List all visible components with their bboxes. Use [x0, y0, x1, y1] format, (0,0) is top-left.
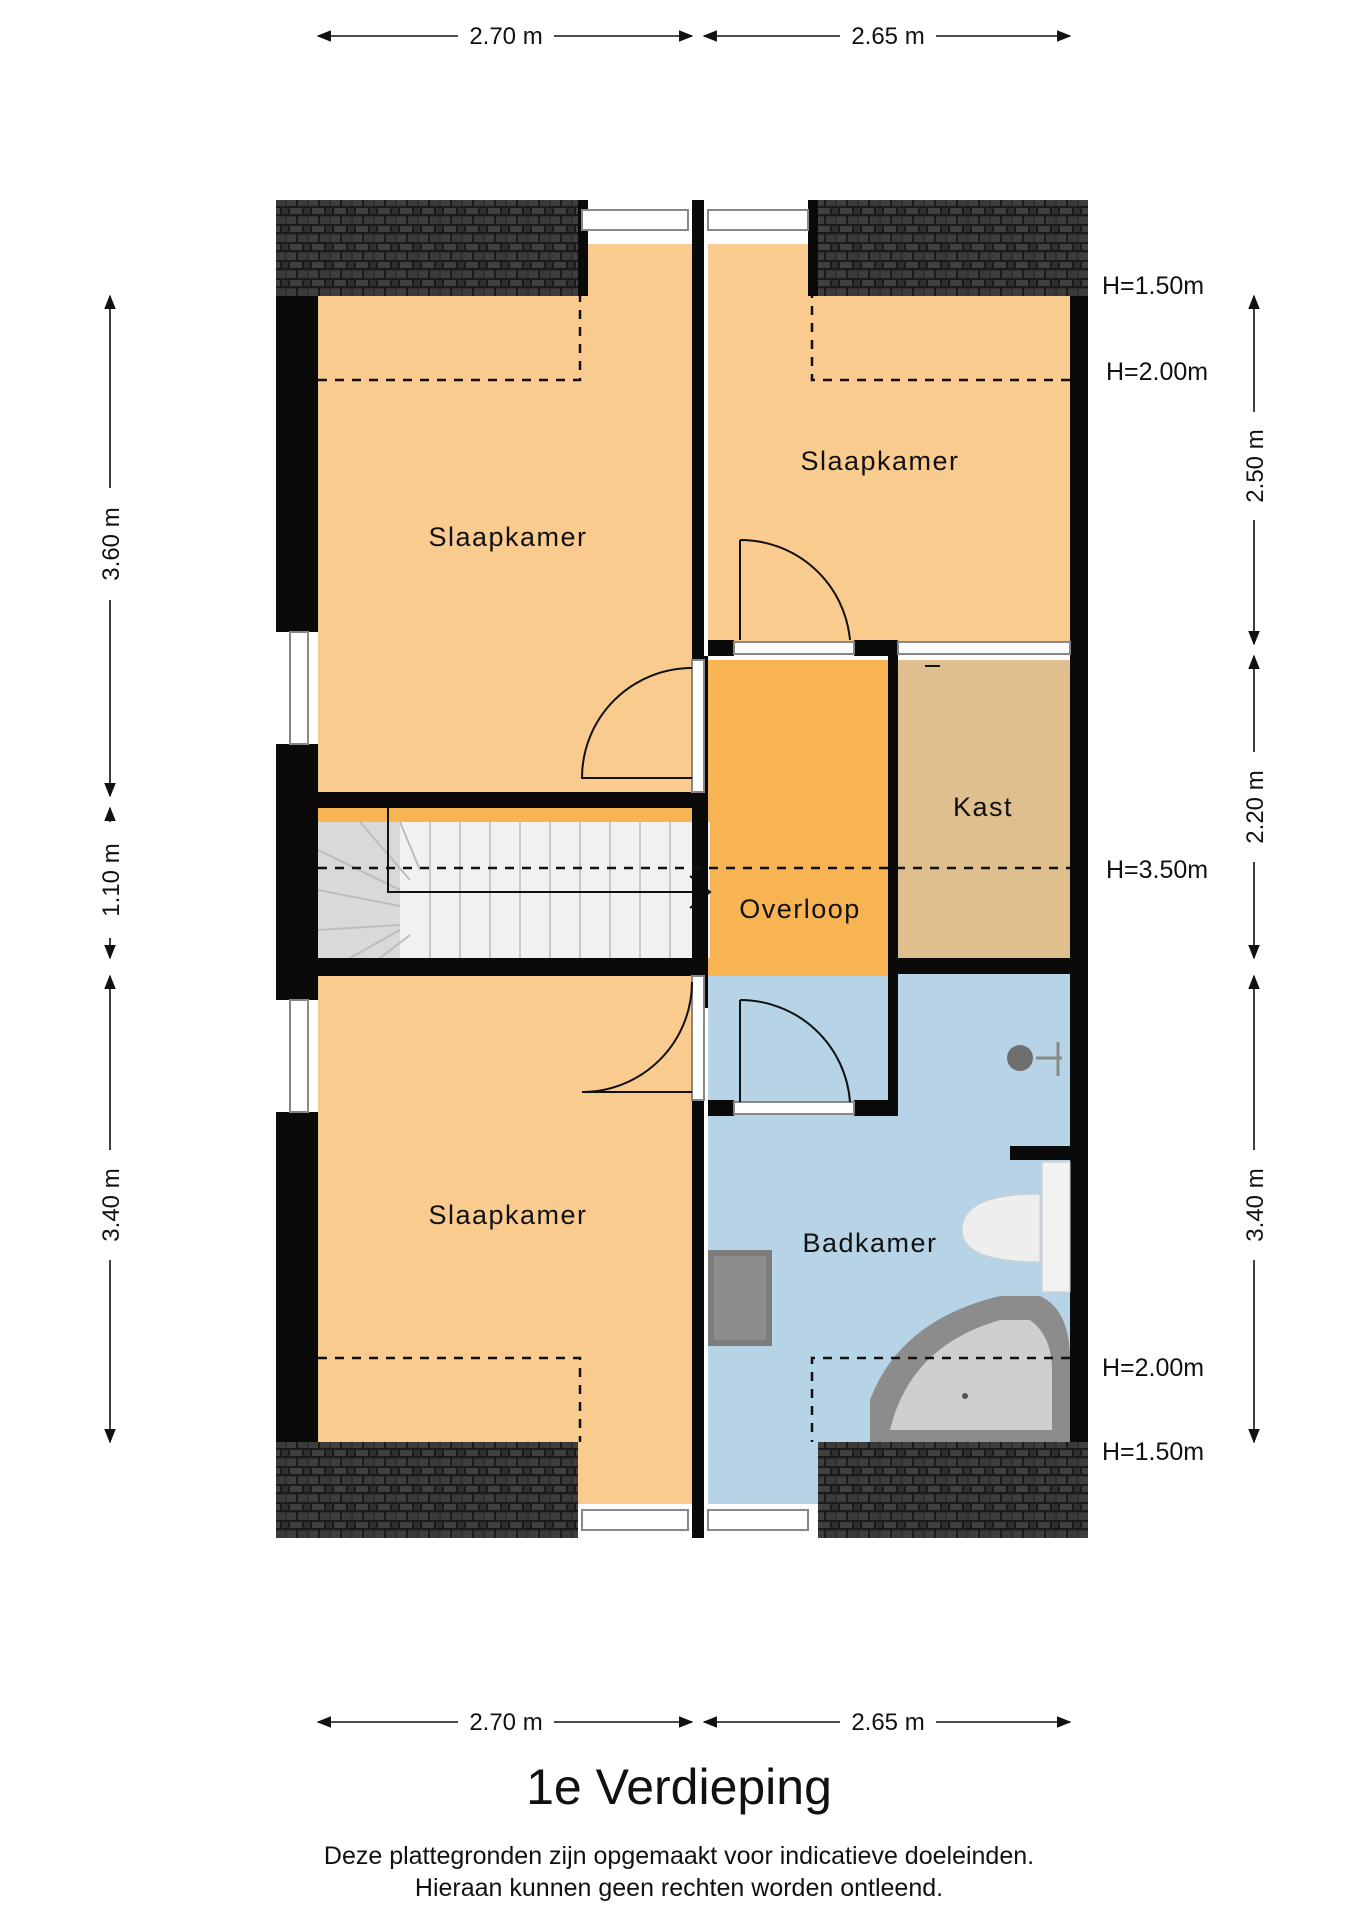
room-label-landing: Overloop: [739, 894, 861, 924]
landing-strip: [318, 808, 710, 822]
bathroom-floor-extra: [898, 960, 1070, 1100]
dimension-right-lower: 3.40 m: [1242, 1168, 1269, 1241]
height-label-bottom-2: H=2.00m: [1102, 1354, 1204, 1382]
roof-bottom-left: [276, 1442, 578, 1538]
bedroom-bottom-left-floor: [318, 976, 698, 1504]
bedroom-top-right-floor: [708, 244, 1070, 644]
dimension-top-right: 2.65 m: [851, 23, 924, 50]
room-label-bathroom: Badkamer: [802, 1228, 937, 1258]
bedroom-top-left-floor: [318, 244, 698, 796]
roof-bottom-right: [818, 1442, 1088, 1538]
dimension-left-upper: 3.60 m: [98, 507, 125, 580]
dimension-right-middle: 2.20 m: [1242, 770, 1269, 843]
windows: [289, 209, 1071, 1531]
bedroom-top-left-floor-upper: [580, 244, 698, 304]
dimension-left-lower: 3.40 m: [98, 1168, 125, 1241]
staircase: [317, 808, 712, 959]
toilet-bowl: [961, 1193, 1041, 1263]
room-label-bedroom-bottom-left: Slaapkamer: [428, 1200, 587, 1230]
disclaimer-line-1: Deze plattegronden zijn opgemaakt voor i…: [323, 1842, 1035, 1870]
drain-icon: [1007, 1045, 1033, 1071]
height-lines: [318, 296, 1070, 1442]
toilet-tank: [1041, 1161, 1071, 1293]
dimension-left-middle: 1.10 m: [98, 843, 125, 916]
height-label-bottom-1: H=1.50m: [1102, 1438, 1204, 1466]
walls: [276, 200, 1088, 1538]
room-label-bedroom-top-right: Slaapkamer: [800, 446, 959, 476]
disclaimer-line-2: Hieraan kunnen geen rechten worden ontle…: [414, 1874, 944, 1902]
height-label-top-2: H=2.00m: [1106, 358, 1208, 386]
dimension-bottom-right: 2.65 m: [851, 1709, 924, 1736]
roof-top-right: [818, 200, 1088, 296]
dimension-lines-horizontal: [316, 30, 1072, 1728]
closet-floor: [898, 660, 1070, 960]
room-label-closet: Kast: [953, 792, 1013, 822]
roof-top-left: [276, 200, 578, 296]
height-label-top-1: H=1.50m: [1102, 272, 1204, 300]
room-label-bedroom-top-left: Slaapkamer: [428, 522, 587, 552]
dimension-bottom-left: 2.70 m: [469, 1709, 542, 1736]
floor-title: 1e Verdieping: [526, 1759, 832, 1815]
bathroom-fixtures: [708, 1042, 1071, 1442]
dimension-top-left: 2.70 m: [469, 23, 542, 50]
doors: [580, 538, 940, 1103]
height-label-middle: H=3.50m: [1106, 856, 1208, 884]
dimension-right-upper: 2.50 m: [1242, 429, 1269, 502]
